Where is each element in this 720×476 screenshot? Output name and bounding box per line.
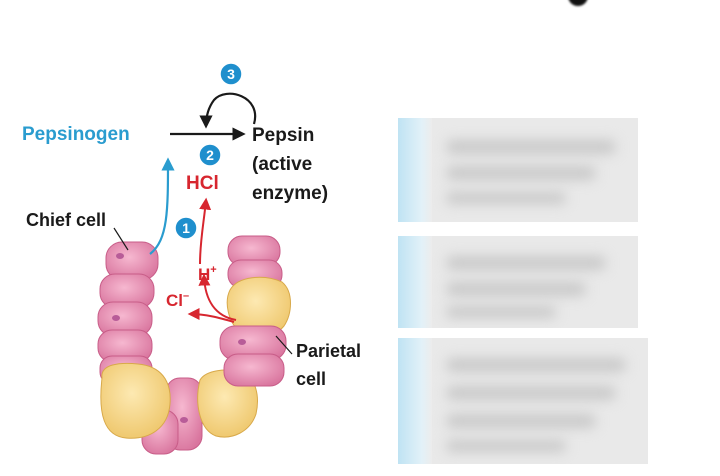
step-number: 2 xyxy=(206,147,214,163)
panel-accent-strip xyxy=(398,118,432,222)
blurred-text-line xyxy=(446,256,606,270)
chloride-ion-arrow xyxy=(187,308,235,323)
pepsin-label-line1: Pepsin xyxy=(252,125,314,146)
pepsinogen-label: Pepsinogen xyxy=(22,124,130,145)
chloride-ion-label: Cl– xyxy=(166,290,189,310)
chief-cell-leader xyxy=(113,227,129,251)
blurred-text-line xyxy=(446,386,616,400)
parietal-cell-label-line2: cell xyxy=(296,369,326,389)
obscured-step-panel-3 xyxy=(398,338,648,464)
panel-accent-strip xyxy=(398,236,432,328)
step-badge-2: 2 xyxy=(198,143,222,167)
blurred-text-line xyxy=(446,140,616,154)
hcl-formation-arrow xyxy=(199,197,212,265)
blurred-text-line xyxy=(446,414,596,428)
blurred-text-line xyxy=(446,166,596,180)
blurred-text-line xyxy=(446,306,556,318)
cells-right xyxy=(219,235,291,387)
obscured-step-panel-1 xyxy=(398,118,638,222)
nucleus xyxy=(180,417,188,423)
autocatalysis-arrow xyxy=(199,92,257,129)
parietal-cell-leader xyxy=(275,335,293,355)
pepsin-label-line2: (active xyxy=(252,154,312,175)
hcl-label: HCl xyxy=(186,173,219,194)
blurred-text-line xyxy=(446,358,626,372)
chief-cell-shape xyxy=(223,353,285,387)
pepsin-label-line3: enzyme) xyxy=(252,183,328,204)
gland-base xyxy=(100,362,258,455)
chief-cell-label: Chief cell xyxy=(26,210,106,230)
nucleus xyxy=(116,253,124,259)
step-number: 1 xyxy=(182,220,190,236)
hydrogen-ion-label: H+ xyxy=(198,264,217,284)
obscured-title-fragment xyxy=(568,0,588,6)
nucleus xyxy=(112,315,120,321)
blurred-text-line xyxy=(446,192,566,204)
obscured-step-panel-2 xyxy=(398,236,638,328)
nucleus xyxy=(238,339,246,345)
panel-accent-strip xyxy=(398,338,432,464)
pepsinogen-secretion-arrow xyxy=(149,157,175,255)
step-number: 3 xyxy=(227,66,235,82)
blurred-text-line xyxy=(446,282,586,296)
parietal-cell-shape xyxy=(100,362,171,439)
parietal-cell-label-line1: Parietal xyxy=(296,341,361,361)
step-badge-3: 3 xyxy=(219,62,243,86)
blurred-text-line xyxy=(446,440,566,452)
hydrogen-ion-arrow xyxy=(198,273,237,321)
chief-cells-left xyxy=(97,241,159,385)
step-badge-1: 1 xyxy=(174,216,198,240)
